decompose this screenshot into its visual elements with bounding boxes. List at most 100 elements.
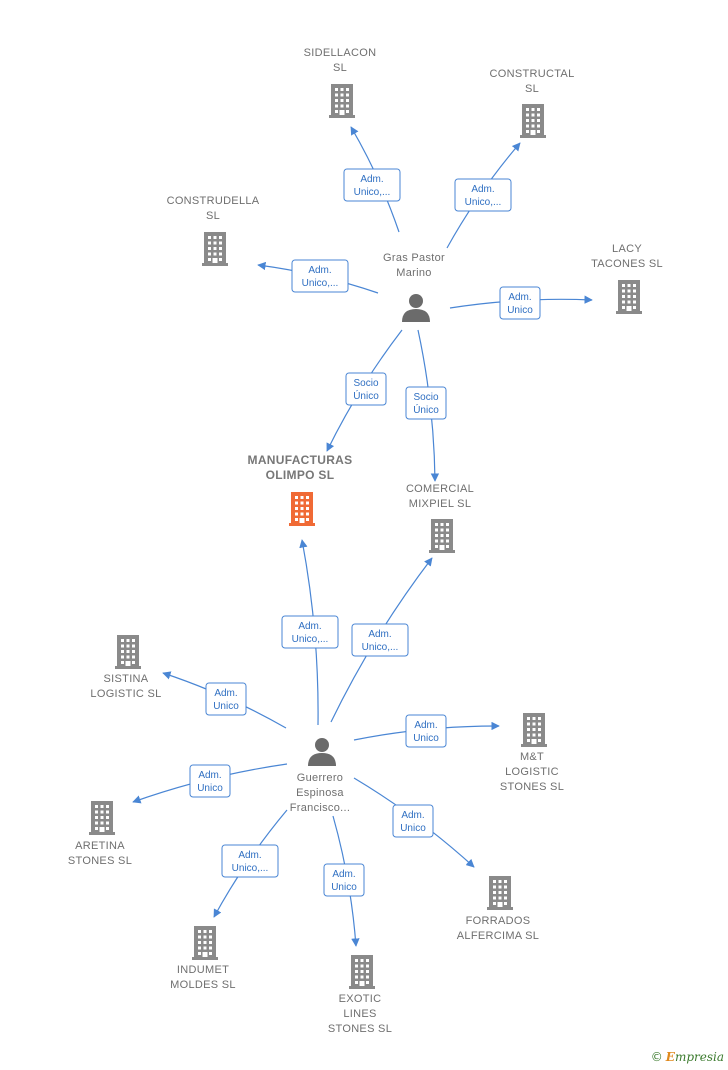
edge-label-box — [205, 682, 247, 716]
edge-label-text: Unico,... — [465, 197, 502, 208]
node-label: Gras Pastor — [383, 252, 445, 264]
node-aretina[interactable]: ARETINA STONES SL — [68, 801, 132, 867]
node-label: SL — [333, 62, 347, 74]
edges-layer — [132, 126, 593, 947]
edge-label-text: Adm. — [238, 850, 261, 861]
node-label: ARETINA — [75, 840, 125, 852]
building-icon — [115, 635, 141, 669]
brand-footer[interactable]: ©Empresia — [651, 1050, 724, 1064]
node-label: Guerrero — [297, 772, 343, 784]
node-label: Espinosa — [296, 787, 344, 799]
node-label: Francisco... — [290, 802, 350, 814]
nodes-layer: SIDELLACON SL CONSTRUCTAL SL CONSTRUDELLA SL L… — [68, 47, 663, 1035]
node-label: LINES — [343, 1008, 376, 1020]
edge-label-text: Adm. — [332, 869, 355, 880]
node-label: Marino — [396, 267, 431, 279]
node-sidellacon[interactable]: SIDELLACON SL — [304, 47, 377, 118]
edge-label-box — [189, 764, 231, 798]
node-label: TACONES SL — [591, 258, 663, 270]
node-label: MIXPIEL SL — [409, 498, 472, 510]
edge-label-text: Socio — [353, 378, 378, 389]
copyright-symbol: © — [650, 1050, 663, 1064]
edge-label-text: Adm. — [401, 810, 424, 821]
node-label: MANUFACTURAS — [248, 453, 353, 467]
edge-label-box — [345, 372, 387, 406]
node-label: SIDELLACON — [304, 47, 377, 59]
edge-label-guerrero-to-exotic[interactable]: Adm. Unico — [323, 863, 365, 897]
edge-label-text: Unico,... — [302, 278, 339, 289]
building-icon — [349, 955, 375, 989]
edge-label-text: Adm. — [414, 720, 437, 731]
building-icon — [89, 801, 115, 835]
edge-label-box — [281, 615, 339, 649]
edge-label-guerrero-to-manufacturas[interactable]: Adm. Unico,... — [281, 615, 339, 649]
edge-labels-layer: Adm. Unico,... Adm. Unico,... Adm. Unico,... A… — [189, 168, 541, 897]
edge-label-text: Adm. — [214, 688, 237, 699]
building-icon — [521, 713, 547, 747]
node-indumet[interactable]: INDUMET MOLDES SL — [170, 926, 236, 991]
edge-label-text: Adm. — [298, 621, 321, 632]
edge-label-text: Adm. — [198, 770, 221, 781]
node-label: LACY — [612, 243, 642, 255]
node-label: ALFERCIMA SL — [457, 930, 539, 942]
edge-label-text: Unico — [331, 882, 357, 893]
edge-label-gras-to-sidellacon[interactable]: Adm. Unico,... — [343, 168, 401, 202]
node-construdella[interactable]: CONSTRUDELLA SL — [167, 195, 260, 266]
edge-label-box — [392, 804, 434, 838]
edge-label-guerrero-to-aretina[interactable]: Adm. Unico — [189, 764, 231, 798]
edge-label-gras-to-lacy[interactable]: Adm.Unico — [499, 286, 541, 320]
building-icon — [487, 876, 513, 910]
node-label: COMERCIAL — [406, 483, 474, 495]
node-label: STONES SL — [500, 781, 564, 793]
building-icon — [429, 519, 455, 553]
edge-label-gras-to-constructal[interactable]: Adm.Unico,... — [454, 178, 512, 212]
edge-label-box — [405, 714, 447, 748]
edge-label-gras-to-construdella[interactable]: Adm. Unico,... — [291, 259, 349, 293]
node-comercial[interactable]: COMERCIAL MIXPIEL SL — [406, 483, 474, 553]
edge-label-text: Adm. — [508, 292, 531, 303]
node-mt[interactable]: M&T LOGISTIC STONES SL — [500, 713, 564, 793]
edge-label-text: Unico,... — [292, 634, 329, 645]
edge-label-text: Unico — [197, 783, 223, 794]
node-label: INDUMET — [177, 964, 229, 976]
edge-label-text: Unico — [400, 823, 426, 834]
edge-label-guerrero-to-sistina[interactable]: Adm. Unico — [205, 682, 247, 716]
edge-label-text: Unico,... — [354, 187, 391, 198]
node-label: CONSTRUCTAL — [490, 68, 575, 80]
edge-label-box — [499, 286, 541, 320]
node-constructal[interactable]: CONSTRUCTAL SL — [490, 68, 575, 138]
edge-label-text: Adm. — [308, 265, 331, 276]
node-label: MOLDES SL — [170, 979, 236, 991]
building-icon — [616, 280, 642, 314]
node-label: STONES SL — [68, 855, 132, 867]
node-lacy[interactable]: LACY TACONES SL — [591, 243, 663, 314]
edge-label-guerrero-to-mt[interactable]: Adm.Unico — [405, 714, 447, 748]
edge-label-box — [291, 259, 349, 293]
node-label: OLIMPO SL — [266, 468, 335, 482]
brand-initial: E — [665, 1050, 675, 1064]
node-guerrero[interactable]: GuerreroEspinosaFrancisco... — [290, 738, 350, 814]
edge-label-guerrero-to-forrados[interactable]: Adm. Unico — [392, 804, 434, 838]
edge-label-text: Unico — [213, 701, 239, 712]
node-label: M&T — [520, 751, 544, 763]
building-icon — [520, 104, 546, 138]
node-label: LOGISTIC SL — [90, 688, 161, 700]
edge-label-box — [454, 178, 512, 212]
edge-label-guerrero-to-indumet[interactable]: Adm.Unico,... — [221, 844, 279, 878]
node-label: LOGISTIC — [505, 766, 559, 778]
node-label: CONSTRUDELLA — [167, 195, 260, 207]
node-label: SL — [525, 83, 539, 95]
edge-label-guerrero-to-comercial[interactable]: Adm.Unico,... — [351, 623, 409, 657]
node-forrados[interactable]: FORRADOS ALFERCIMA SL — [457, 876, 539, 942]
node-label: SL — [206, 210, 220, 222]
edge-label-text: Adm. — [360, 174, 383, 185]
building-icon — [192, 926, 218, 960]
edge-label-box — [405, 386, 447, 420]
node-label: FORRADOS — [466, 915, 531, 927]
